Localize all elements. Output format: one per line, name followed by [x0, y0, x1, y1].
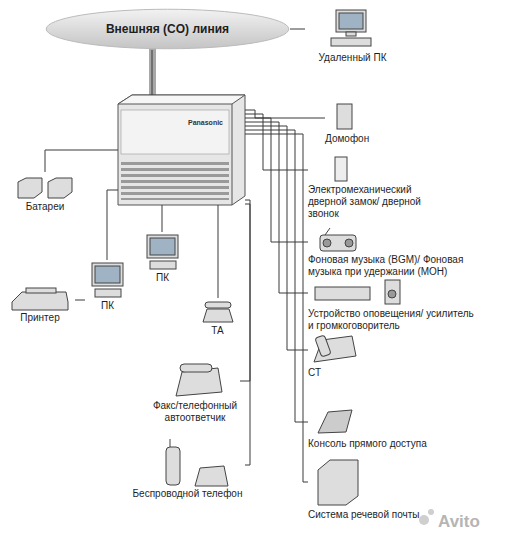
- voice-mail-icon: [318, 460, 358, 505]
- node-label: Фоновая музыка (BGM)/ Фоновая музыка при…: [308, 254, 480, 278]
- pbx-box: Panasonic: [118, 95, 245, 205]
- node-label: ТА: [195, 325, 240, 337]
- radio-icon: [320, 228, 356, 251]
- watermark-logo: [419, 509, 434, 525]
- paging-device: Устройство оповещения/ усилитель и громк…: [308, 280, 480, 332]
- antenna-mast: [149, 48, 156, 96]
- connector-line: [245, 118, 308, 242]
- remote-pc: Удаленный ПК: [305, 8, 400, 64]
- node-label: ПК: [85, 300, 130, 312]
- door-lock-icon: [335, 157, 347, 181]
- pc-icon: [147, 235, 178, 269]
- batteries: Батареи: [10, 172, 80, 213]
- node-label: ПК: [140, 272, 185, 284]
- external-line-cloud: Внешняя (CO) линия: [45, 8, 290, 50]
- amplifier-speaker-icon: [315, 280, 400, 304]
- pc: ПК: [140, 232, 185, 284]
- watermark: Avito: [438, 512, 480, 532]
- cordless-phone: Беспроводной телефон: [130, 438, 245, 500]
- fax-answering: Факс/телефонный автоответчик: [150, 362, 240, 424]
- node-label: Беспроводной телефон: [130, 488, 245, 500]
- connector-line: [240, 200, 250, 381]
- pc-icon: [92, 263, 123, 297]
- printer: Принтер: [5, 287, 75, 324]
- node-label: Электромеханический дверной замок/ дверн…: [308, 184, 428, 220]
- connector-line: [245, 130, 308, 422]
- fax-icon: [176, 364, 222, 396]
- node-label: Удаленный ПК: [305, 52, 400, 64]
- doorphone: Домофон: [325, 103, 405, 145]
- analog-phone-icon: [203, 302, 233, 322]
- connector-line: [45, 150, 118, 172]
- pc: ПК: [85, 260, 130, 312]
- connector-line: [152, 50, 153, 95]
- connector-line: [245, 122, 308, 293]
- bgm-moh: Фоновая музыка (BGM)/ Фоновая музыка при…: [308, 226, 480, 278]
- dss-console: Консоль прямого доступа: [308, 408, 458, 450]
- connector-line: [107, 190, 118, 260]
- cordless-phone-icon: [166, 439, 228, 486]
- door-lock: Электромеханический дверной замок/ дверн…: [308, 156, 428, 220]
- node-label: Внешняя (CO) линия: [106, 23, 229, 35]
- connector-line: [162, 205, 163, 232]
- node-label: Система речевой почты: [308, 509, 458, 521]
- node-label: Батареи: [10, 201, 80, 213]
- node-label: Panasonic: [118, 117, 223, 129]
- node-label: Консоль прямого доступа: [308, 438, 458, 450]
- node-label: Домофон: [325, 133, 405, 145]
- battery-icon: [18, 178, 72, 198]
- printer-icon: [12, 288, 68, 310]
- node-label: Факс/телефонный автоответчик: [150, 400, 240, 424]
- dss-console-icon: [318, 410, 352, 433]
- connector-line: [245, 126, 308, 350]
- voice-mail: Система речевой почты: [308, 458, 458, 521]
- connector-line: [245, 134, 308, 482]
- doorphone-icon: [337, 104, 352, 129]
- connector-line: [75, 300, 85, 301]
- system-phone-icon: [314, 335, 356, 362]
- analog-phone: ТА: [195, 298, 240, 337]
- connector-line: [245, 204, 250, 465]
- pbx-unit: [118, 95, 245, 205]
- node-label: Принтер: [5, 312, 75, 324]
- node-label: СТ: [308, 367, 388, 379]
- node-label: Устройство оповещения/ усилитель и громк…: [308, 308, 480, 332]
- remote-pc-icon: [331, 10, 371, 46]
- connector-line: [290, 29, 305, 30]
- system-phone: СТ: [308, 333, 388, 379]
- connector-line: [218, 205, 219, 298]
